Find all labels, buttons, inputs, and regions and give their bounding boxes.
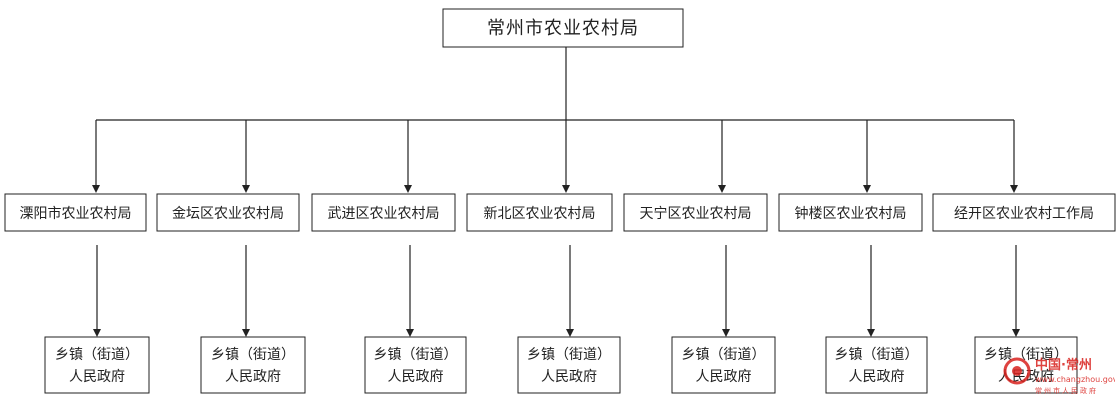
bureau-box [156, 193, 300, 232]
bureau-arrow-icon [1010, 185, 1018, 193]
watermark-title: 中国·常州 [1035, 357, 1092, 373]
watermark-logo: 中国·常州 www.changzhou.gov.cn 常州市人民政府 [1003, 357, 1115, 395]
bureau-box [932, 193, 1116, 232]
township-box [44, 336, 150, 394]
township-node: 乡镇（街道） 人民政府 [671, 336, 776, 394]
township-node: 乡镇（街道） 人民政府 [364, 336, 467, 394]
township-label-line1: 乡镇（街道） [211, 347, 295, 363]
bureau-arrow-icon [404, 185, 412, 193]
township-arrow-icon [722, 329, 730, 337]
bureau-layer: 溧阳市农业农村局 金坛区农业农村局 武进区农业农村局 新北区农业农村局 天宁区农业农村局… [4, 193, 1116, 232]
bureau-node: 溧阳市农业农村局 [4, 193, 147, 232]
bureau-arrow-icon [562, 185, 570, 193]
bureau-node: 武进区农业农村局 [311, 193, 456, 232]
township-box [364, 336, 467, 394]
township-label-line2: 人民政府 [225, 369, 281, 385]
bureau-arrow-icon [718, 185, 726, 193]
township-label-line1: 乡镇（街道） [374, 347, 458, 363]
root-label: 常州市农业农村局 [487, 18, 639, 39]
township-box [517, 336, 621, 394]
connectors [92, 47, 1020, 337]
township-node: 乡镇（街道） 人民政府 [517, 336, 621, 394]
township-box [200, 336, 306, 394]
township-arrow-icon [406, 329, 414, 337]
root-node: 常州市农业农村局 [442, 8, 684, 48]
township-label-line2: 人民政府 [69, 369, 125, 385]
township-label-line2: 人民政府 [541, 369, 597, 385]
township-label-line1: 乡镇（街道） [835, 347, 919, 363]
township-label-line1: 乡镇（街道） [55, 347, 139, 363]
bureau-box [4, 193, 147, 232]
township-label-line1: 乡镇（街道） [984, 347, 1068, 363]
township-label-line2: 人民政府 [696, 369, 752, 385]
township-box [671, 336, 776, 394]
township-label-line2: 人民政府 [849, 369, 905, 385]
watermark-url: www.changzhou.gov.cn [1035, 375, 1115, 384]
bureau-box [623, 193, 768, 232]
township-layer: 乡镇（街道） 人民政府 乡镇（街道） 人民政府 乡镇（街道） 人民政府 乡镇（街道） 人民政府… [44, 336, 1078, 394]
bureau-node: 经开区农业农村工作局 [932, 193, 1116, 232]
bureau-label: 钟楼区农业农村局 [795, 205, 907, 222]
bureau-node: 新北区农业农村局 [466, 193, 613, 232]
bureau-box [778, 193, 923, 232]
bureau-label: 武进区农业农村局 [328, 206, 440, 222]
watermark-subtitle: 常州市人民政府 [1035, 386, 1098, 395]
bureau-box [311, 193, 456, 232]
bureau-label: 经开区农业农村工作局 [954, 206, 1094, 222]
bureau-label: 金坛区农业农村局 [172, 206, 284, 222]
township-label-line1: 乡镇（街道） [527, 347, 611, 363]
township-box [825, 336, 928, 394]
bureau-arrow-icon [863, 185, 871, 193]
bureau-node: 钟楼区农业农村局 [778, 193, 923, 232]
township-arrow-icon [242, 329, 250, 337]
bureau-arrow-icon [92, 185, 100, 193]
township-node: 乡镇（街道） 人民政府 [825, 336, 928, 394]
bureau-node: 金坛区农业农村局 [156, 193, 300, 232]
township-label-line1: 乡镇（街道） [682, 347, 766, 363]
bureau-label: 天宁区农业农村局 [640, 205, 752, 222]
root-box [442, 8, 684, 48]
bureau-box [466, 193, 613, 232]
bureau-node: 天宁区农业农村局 [623, 193, 768, 232]
bureau-label: 新北区农业农村局 [484, 206, 596, 222]
township-arrow-icon [1012, 329, 1020, 337]
bureau-label: 溧阳市农业农村局 [20, 205, 132, 222]
township-node: 乡镇（街道） 人民政府 [44, 336, 150, 394]
watermark-emblem-icon [1003, 357, 1031, 385]
watermark-emblem-core [1012, 366, 1022, 376]
township-arrow-icon [93, 329, 101, 337]
bureau-arrow-icon [242, 185, 250, 193]
township-node: 乡镇（街道） 人民政府 [200, 336, 306, 394]
township-label-line2: 人民政府 [388, 369, 444, 385]
township-arrow-icon [867, 329, 875, 337]
township-arrow-icon [566, 329, 574, 337]
